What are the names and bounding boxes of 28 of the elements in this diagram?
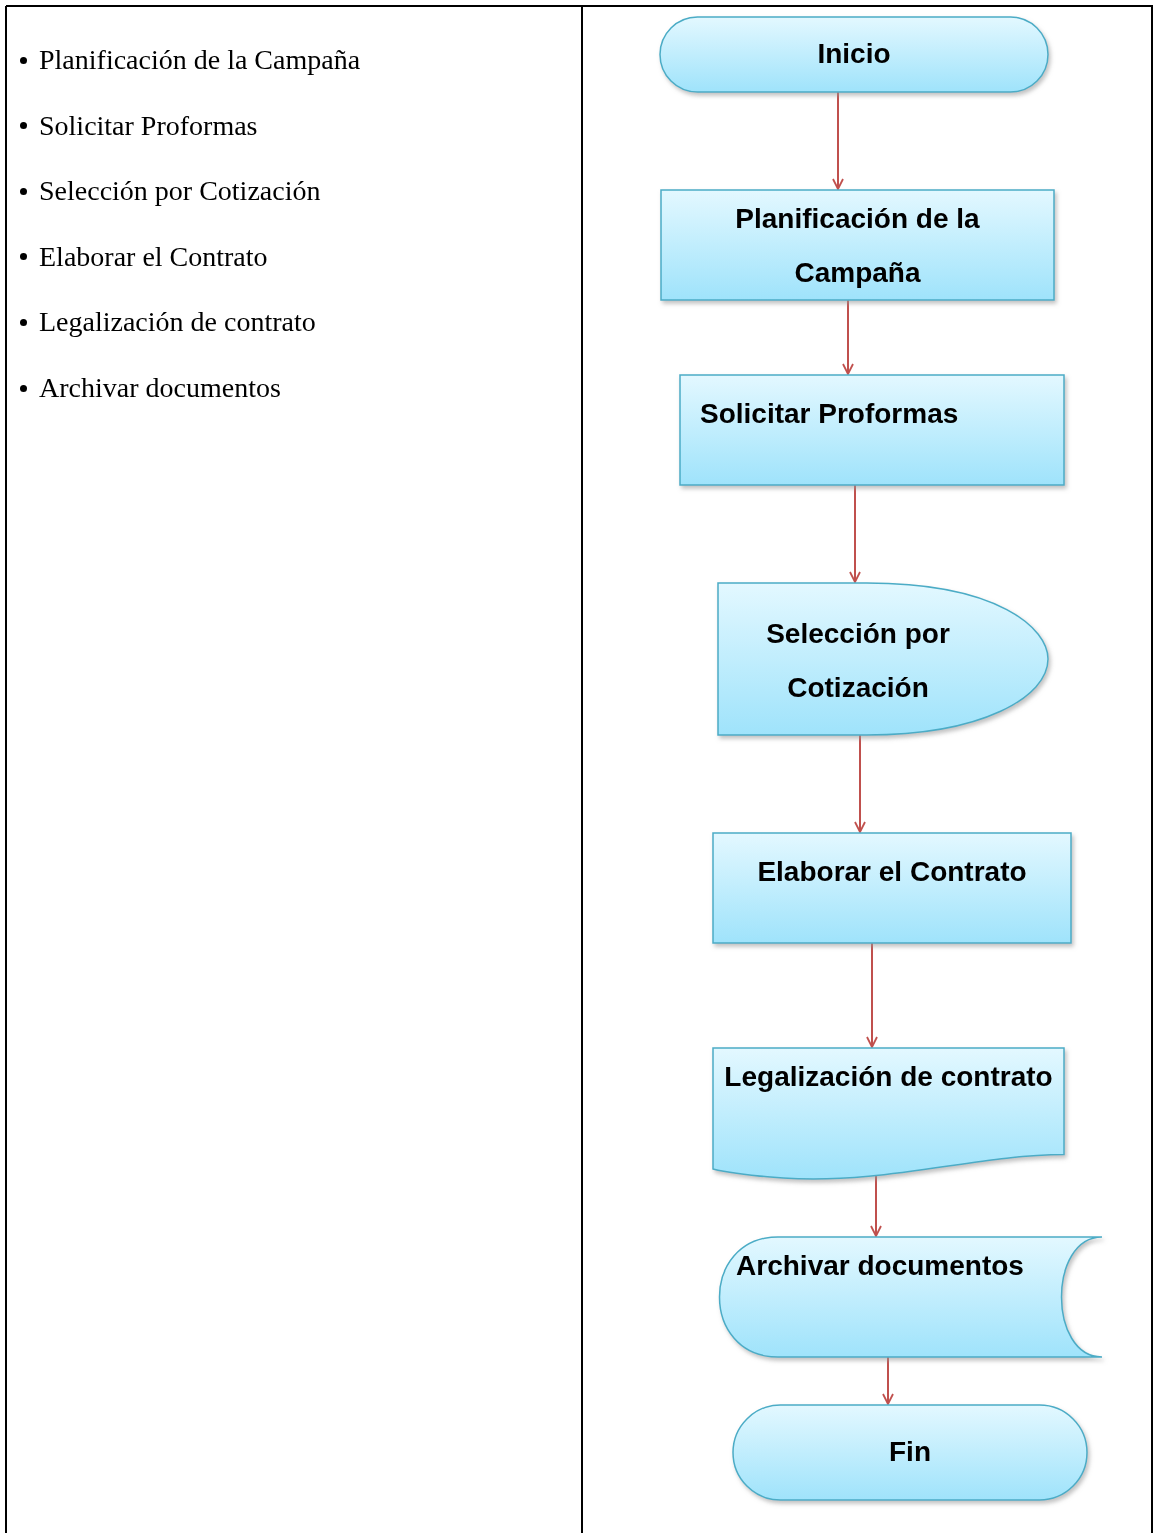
process-box [661, 190, 1054, 300]
arrow [842, 299, 854, 375]
document-shape [713, 1048, 1064, 1178]
arrow [866, 942, 878, 1048]
arrow [832, 91, 844, 190]
node-label: Inicio [816, 37, 892, 71]
node-label: Archivar documentos [735, 1249, 1025, 1283]
arrow [870, 1174, 882, 1237]
node-label: Legalización de contrato [723, 1060, 1054, 1094]
list-item-text: Legalización de contrato [39, 306, 316, 339]
arrow [854, 734, 866, 833]
node-label: Selección por Cotización [765, 617, 951, 705]
node-label: Planificación de la Campaña [734, 202, 981, 290]
node-label: Elaborar el Contrato [756, 855, 1028, 889]
stored-data-shape [718, 1237, 1102, 1357]
list-item-text: Planificación de la Campaña [39, 44, 361, 76]
list-item-text: Archivar documentos [39, 372, 281, 404]
list-item-text: Elaborar el Contrato [39, 240, 268, 273]
list-item-text: Solicitar Proformas [39, 109, 258, 142]
process-box [713, 833, 1071, 943]
node-label: Fin [888, 1435, 932, 1469]
arrow [849, 484, 861, 583]
terminator-shape [733, 1405, 1087, 1500]
list-item-text: Selección por Cotización [39, 175, 321, 208]
terminator-shape [660, 17, 1048, 92]
node-label: Solicitar Proformas [700, 397, 960, 431]
delay-shape [718, 583, 1048, 735]
process-box [680, 375, 1064, 485]
